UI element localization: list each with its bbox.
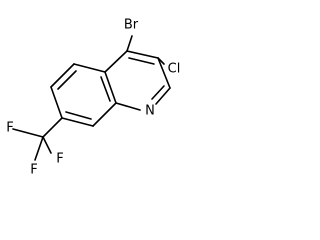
bond-c8a-c4a-inner [100, 76, 111, 102]
bond-c4a-c4 [104, 50, 128, 73]
bond-c4-c3 [126, 50, 159, 59]
bond-cf3-f-bottom [34, 136, 44, 161]
bond-c7-c8-inner [65, 111, 92, 120]
atom-labels: Br Cl N F F F [6, 18, 180, 178]
chlorine-label: Cl [168, 62, 181, 77]
bonds [12, 35, 171, 161]
bond-c5-c6 [50, 63, 75, 88]
bond-c6-c7 [50, 86, 63, 119]
fluorine-label-right: F [56, 152, 63, 167]
chemical-structure-diagram: Br Cl N F F F [6, 18, 180, 178]
bromine-label: Br [124, 18, 139, 33]
fluorine-label-bottom: F [30, 163, 37, 178]
bond-c7-cf3 [42, 117, 63, 138]
bond-cf3-f-left [12, 128, 44, 138]
bond-c8-c8a [92, 102, 117, 127]
bond-c4a-c5 [73, 63, 106, 73]
bond-c3-cl [157, 57, 165, 65]
bond-c2-n [155, 87, 171, 105]
bond-n-c8a [115, 102, 141, 111]
bond-c8a-c4a [104, 71, 117, 104]
nitrogen-label: N [145, 104, 155, 119]
bond-c4-c3-inner [128, 57, 155, 65]
bond-c3-c2 [157, 57, 171, 89]
fluorine-label-left: F [6, 121, 13, 136]
bond-c2-n-inner [151, 85, 165, 100]
bond-c5-c6-inner [57, 70, 77, 90]
bond-cf3-f-right [42, 136, 52, 154]
bond-c7-c8 [61, 117, 94, 127]
bond-c4-br [126, 35, 133, 52]
